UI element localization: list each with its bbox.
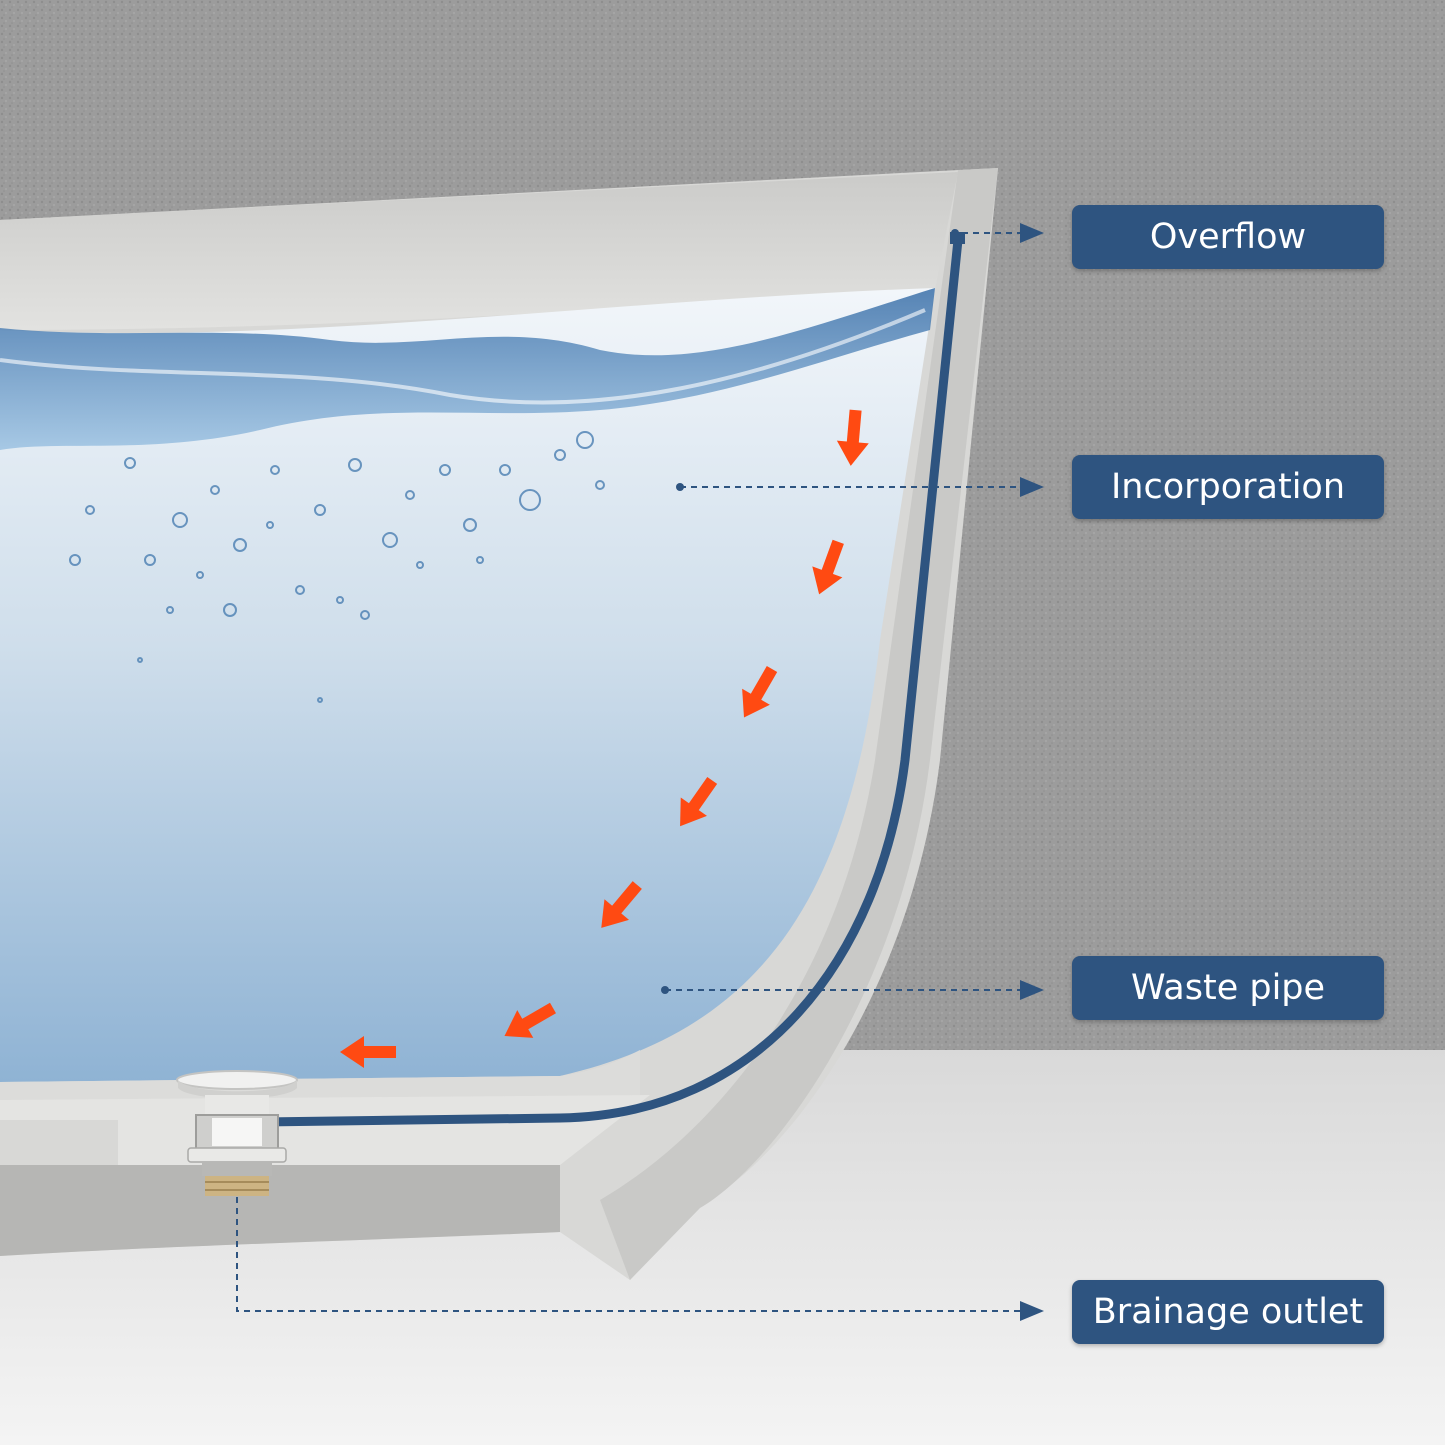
tub-base xyxy=(0,1095,650,1165)
drain-plug-icon[interactable] xyxy=(176,1070,298,1196)
brainage-outlet-label: Brainage outlet xyxy=(1072,1280,1384,1344)
wave-highlight xyxy=(0,308,926,405)
leader-dot-incorporation xyxy=(676,483,684,491)
water-bubbles xyxy=(69,431,605,703)
leader-brainage-outlet xyxy=(236,1197,1044,1321)
overflow-label: Overflow xyxy=(1072,205,1384,269)
tub-inner-wall xyxy=(0,172,958,330)
waste-pipe[interactable] xyxy=(261,239,963,1127)
incorporation-label: Incorporation xyxy=(1072,455,1384,519)
tub-inner-floor xyxy=(0,1050,640,1100)
leader-dot-waste-pipe xyxy=(661,986,669,994)
water-surface-wave xyxy=(0,288,935,450)
orange-arrow-icon xyxy=(340,409,869,1068)
waste-pipe-label: Waste pipe xyxy=(1072,956,1384,1020)
leader-dot-overflow xyxy=(951,229,959,237)
water-body xyxy=(0,288,935,1082)
dashed-arrow-icon xyxy=(236,223,1044,1321)
tub-base-recess xyxy=(0,1165,560,1256)
